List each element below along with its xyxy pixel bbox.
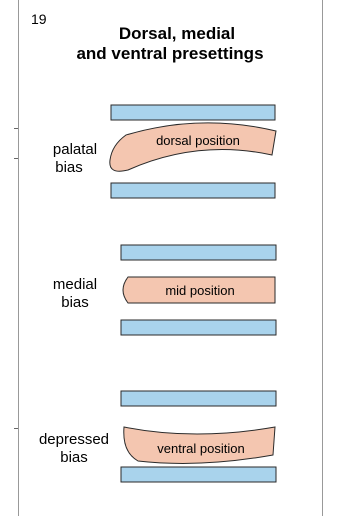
panel-mid: mid position bbox=[120, 244, 277, 336]
bias-label-line-1: medial bbox=[52, 276, 98, 293]
position-label: ventral position bbox=[157, 441, 244, 456]
bias-label-line-2: bias bbox=[55, 159, 83, 176]
bias-label-medial: medial bias bbox=[20, 276, 130, 312]
tongue-shape bbox=[109, 122, 277, 172]
panel-dorsal: dorsal position bbox=[109, 104, 277, 199]
figure-frame bbox=[18, 0, 323, 516]
position-label: dorsal position bbox=[156, 133, 240, 148]
upper-bar bbox=[110, 104, 276, 121]
figure-number: 19 bbox=[31, 11, 47, 27]
edge-tick-mark bbox=[14, 128, 18, 129]
bias-label-depressed: depressed bias bbox=[19, 431, 129, 467]
bias-label-line-2: bias bbox=[60, 449, 88, 466]
lower-bar bbox=[110, 182, 276, 199]
bias-label-line-1: palatal bbox=[52, 141, 98, 158]
upper-bar bbox=[120, 390, 277, 407]
lower-bar bbox=[120, 319, 277, 336]
tongue-shape bbox=[123, 426, 276, 464]
bias-label-line-2: bias bbox=[61, 294, 89, 311]
figure-title: Dorsal, medial and ventral presettings bbox=[0, 24, 340, 64]
title-line-1: Dorsal, medial bbox=[118, 24, 236, 43]
upper-bar bbox=[120, 244, 277, 261]
panel-ventral: ventral position bbox=[120, 390, 277, 483]
title-line-2: and ventral presettings bbox=[76, 44, 264, 63]
edge-tick-mark bbox=[14, 428, 18, 429]
edge-tick-mark bbox=[14, 158, 18, 159]
lower-bar bbox=[120, 466, 277, 483]
bias-label-line-1: depressed bbox=[38, 431, 110, 448]
bias-label-palatal: palatal bias bbox=[20, 141, 130, 177]
tongue-shape bbox=[122, 276, 276, 304]
position-label: mid position bbox=[165, 283, 234, 298]
